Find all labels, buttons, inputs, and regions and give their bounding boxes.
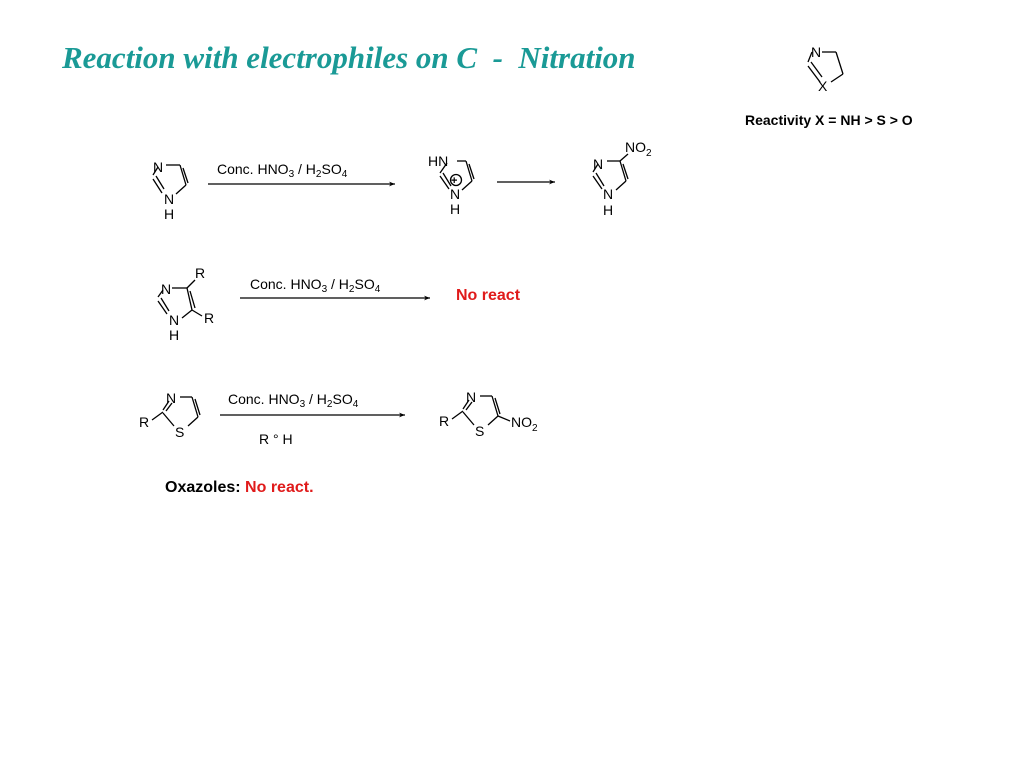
positive-charge: + [451,175,457,187]
condition-label: R ° H [259,431,293,447]
atom-X: X [818,78,828,94]
oxazoles-note: Oxazoles: No react. [165,479,314,497]
atom-N: N [466,389,476,405]
generic-azole-structure [807,51,844,83]
atom-N: N [811,44,821,60]
imidazole-structure [152,164,189,195]
substituent-R: R [139,414,149,430]
reactivity-order: Reactivity X = NH > S > O [745,112,913,128]
atom-N: N [603,186,613,202]
nitroimidazole-structure [592,153,629,191]
nitro-group: NO2 [511,414,538,434]
reagent-label-1: Conc. HNO3 / H2SO4 [217,161,348,180]
atom-N: N [593,156,603,172]
atom-S: S [175,424,184,440]
atom-H: H [164,206,174,222]
substituent-R: R [204,310,214,326]
page-title: Reaction with electrophiles on C - Nitra… [62,40,636,75]
no-react-result: No react [456,287,521,304]
oxazoles-result: No react. [245,479,314,496]
atom-HN: HN [428,153,448,169]
imidazolium-structure [439,160,475,191]
oxazoles-label: Oxazoles: [165,479,241,496]
atom-N: N [153,159,163,175]
nitrothiazole-structure [451,395,511,426]
thiazole-structure [151,396,201,427]
atom-H: H [603,202,613,218]
nitro-group: NO2 [625,139,652,159]
substituent-R: R [195,265,205,281]
atom-S: S [475,423,484,439]
reagent-label-3: Conc. HNO3 / H2SO4 [228,391,359,410]
atom-N: N [166,390,176,406]
reagent-label-2: Conc. HNO3 / H2SO4 [250,276,381,295]
atom-N: N [169,312,179,328]
substituent-R: R [439,413,449,429]
atom-N: N [450,186,460,202]
disubstituted-imidazole-structure [157,279,203,319]
atom-N: N [164,191,174,207]
atom-N: N [161,281,171,297]
atom-H: H [169,327,179,343]
atom-H: H [450,201,460,217]
